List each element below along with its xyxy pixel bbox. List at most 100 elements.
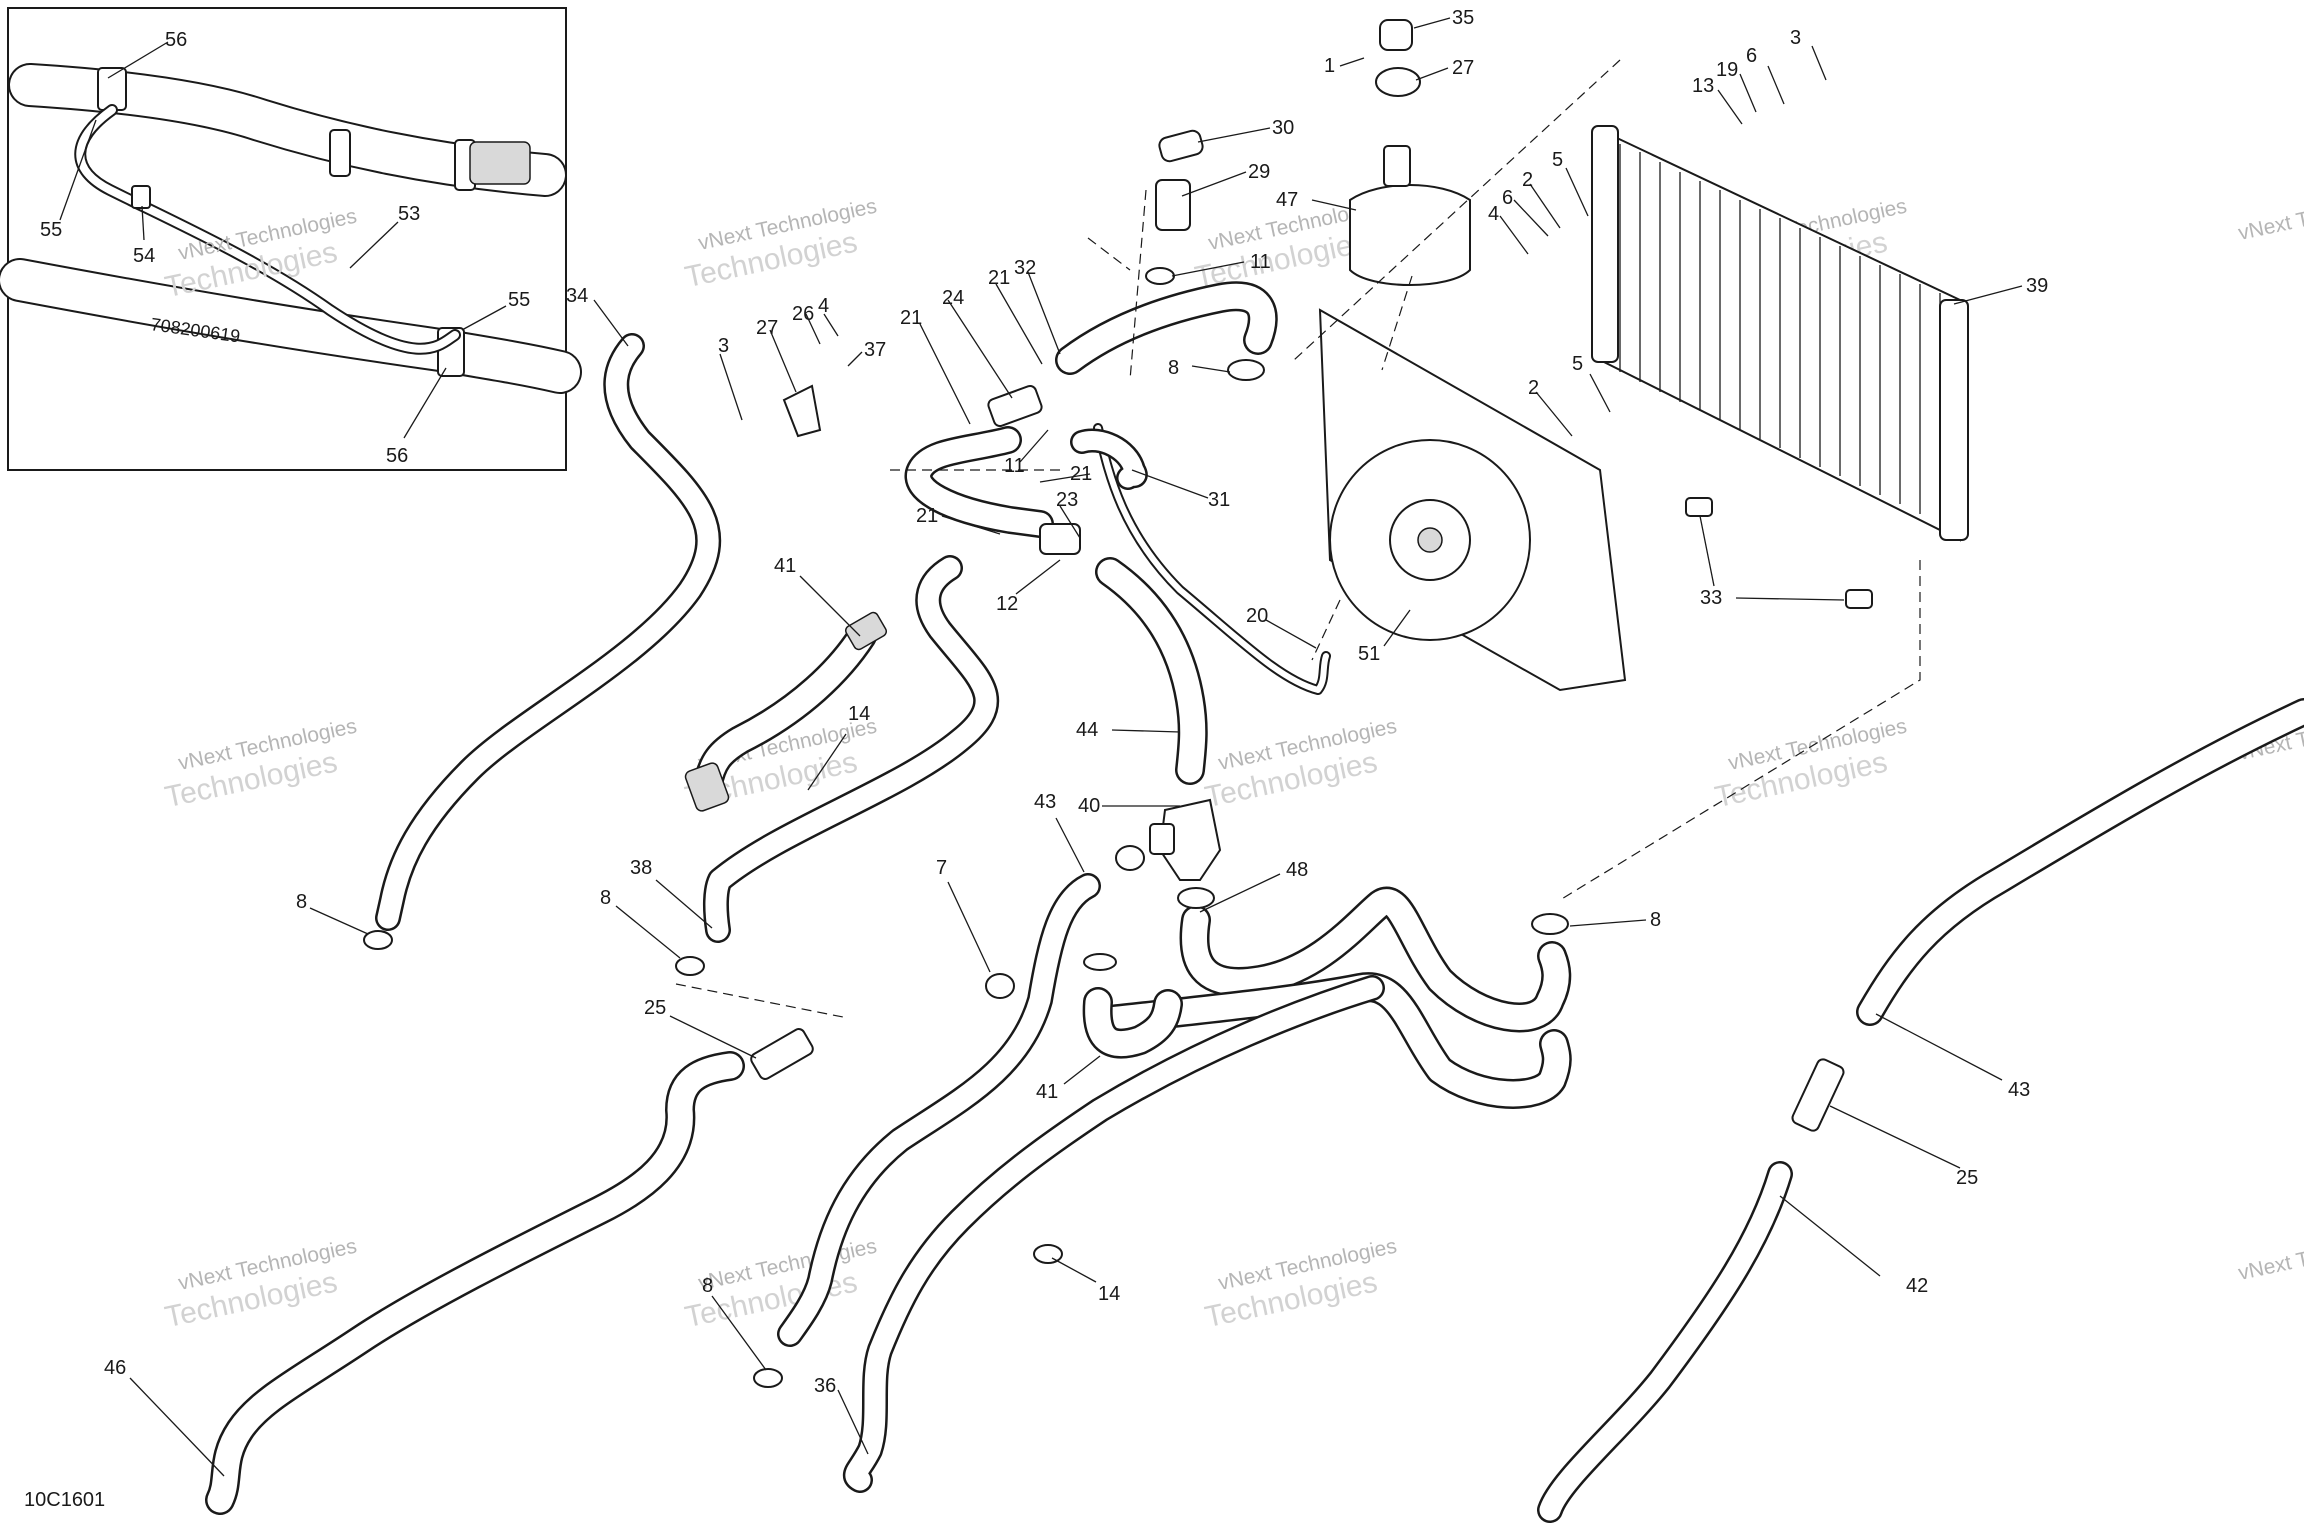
bracket-27 (782, 384, 822, 438)
callout-27-top: 27 (1452, 57, 1474, 79)
watermark-11: vNext Technologies Technologies (1202, 1235, 1399, 1335)
callout-25-left: 25 (644, 997, 666, 1019)
callout-21-upper: 21 (988, 267, 1010, 289)
callout-36: 36 (814, 1375, 836, 1397)
svg-text:vNext Technologies: vNext Technologies (2236, 185, 2304, 245)
callout-11-top: 11 (1250, 251, 1271, 273)
callout-42: 42 (1906, 1275, 1928, 1297)
callout-38: 38 (630, 857, 652, 879)
callout-20: 20 (1246, 605, 1268, 627)
watermark-8: vNext Technologies Technologies (1712, 715, 1909, 815)
callout-32: 32 (1014, 257, 1036, 279)
radiator-39 (1591, 125, 1969, 542)
inset-label-55-right: 55 (508, 289, 530, 311)
callout-41-upper: 41 (774, 555, 796, 577)
callout-5-right: 5 (1572, 353, 1583, 375)
callout-2-top: 2 (1522, 169, 1533, 191)
callout-12: 12 (996, 593, 1018, 615)
inset-bypass-hose (74, 104, 461, 355)
callout-39: 39 (2026, 275, 2048, 297)
coupler-25-left (750, 1028, 814, 1080)
callout-2-right: 2 (1528, 377, 1539, 399)
fan-shroud-51 (1318, 308, 1627, 692)
clamps (363, 267, 1569, 1388)
callout-51: 51 (1358, 643, 1380, 665)
callout-8-mid: 8 (600, 887, 611, 909)
callout-33: 33 (1700, 587, 1722, 609)
callout-21-mid: 21 (1070, 463, 1092, 485)
clamp-27-top (1375, 67, 1421, 97)
filler-neck-29 (1155, 179, 1191, 231)
callout-44: 44 (1076, 719, 1098, 741)
callout-27-left: 27 (756, 317, 778, 339)
callout-21-lower: 21 (916, 505, 938, 527)
callout-7: 7 (936, 857, 947, 879)
callout-8-right: 8 (1650, 909, 1661, 931)
inset-label-56-bottom: 56 (386, 445, 408, 467)
callout-40: 40 (1078, 795, 1100, 817)
callout-1: 1 (1324, 55, 1335, 77)
callout-3-top: 3 (1790, 27, 1801, 49)
tee-23 (1039, 523, 1081, 555)
callout-29: 29 (1248, 161, 1270, 183)
callout-46: 46 (104, 1357, 126, 1379)
callout-numbers: 35 1 27 3 6 19 13 30 29 47 5 2 6 4 39 11… (104, 7, 2048, 1397)
coupler-25-right (1791, 1058, 1845, 1132)
callout-6-top: 6 (1746, 45, 1757, 67)
callout-47: 47 (1276, 189, 1298, 211)
callout-4-right: 4 (1488, 203, 1499, 225)
callout-19: 19 (1716, 59, 1738, 81)
callout-3-left: 3 (718, 335, 729, 357)
tank-cap-35 (1379, 19, 1413, 51)
mount-33 (1685, 497, 1873, 609)
watermark-7: vNext Technologies Technologies (1202, 715, 1399, 815)
callout-41-lower: 41 (1036, 1081, 1058, 1103)
watermark-12: vNext Technologies (2236, 185, 2304, 245)
detail-inset: 708200619 56 55 54 53 55 56 (0, 7, 582, 471)
callout-34: 34 (566, 285, 588, 307)
callout-13: 13 (1692, 75, 1714, 97)
callout-35: 35 (1452, 7, 1474, 29)
diagram-code: 10C1601 (24, 1489, 105, 1511)
inset-upper-hose (8, 63, 567, 197)
callout-8-top: 8 (1168, 357, 1179, 379)
watermark-2: vNext Technologies Technologies (682, 195, 879, 295)
assembly-lines (675, 59, 1921, 1019)
elbow-41-lower (1082, 987, 1183, 1059)
callout-26: 26 (792, 303, 814, 325)
callout-43-middle: 43 (1034, 791, 1056, 813)
inset-label-56-top: 56 (165, 29, 187, 51)
svg-text:vNext Technologies: vNext Technologies (2236, 1225, 2304, 1285)
callout-8-bottom: 8 (702, 1275, 713, 1297)
callout-leaders (129, 17, 2023, 1477)
callout-37: 37 (864, 339, 886, 361)
inset-label-54: 54 (133, 245, 155, 267)
callout-21-left: 21 (900, 307, 922, 329)
callout-11-mid: 11 (1004, 455, 1025, 477)
callout-8-left: 8 (296, 891, 307, 913)
callout-14-upper: 14 (848, 703, 870, 725)
thermostat-housing-40 (1149, 798, 1222, 881)
callout-25-right: 25 (1956, 1167, 1978, 1189)
inset-label-53: 53 (398, 203, 420, 225)
callout-31: 31 (1208, 489, 1230, 511)
callout-30: 30 (1272, 117, 1294, 139)
cap-30 (1158, 129, 1204, 163)
watermark-9: vNext Technologies Technologies (162, 1235, 359, 1335)
callout-48: 48 (1286, 859, 1308, 881)
expansion-tank-47 (1349, 145, 1471, 286)
callout-23: 23 (1056, 489, 1078, 511)
callout-43-right: 43 (2008, 1079, 2030, 1101)
callout-5-top: 5 (1552, 149, 1563, 171)
hose-43-right (1856, 698, 2304, 1026)
callout-14-lower: 14 (1098, 1283, 1120, 1305)
callout-4-left: 4 (818, 295, 829, 317)
callout-6-mid: 6 (1502, 187, 1513, 209)
callout-24: 24 (942, 287, 964, 309)
inset-label-55-left: 55 (40, 219, 62, 241)
tee-fitting-24 (987, 384, 1043, 428)
watermark-5: vNext Technologies Technologies (162, 715, 359, 815)
hoses (205, 281, 2304, 1523)
watermark-14: vNext Technologies (2236, 1225, 2304, 1285)
